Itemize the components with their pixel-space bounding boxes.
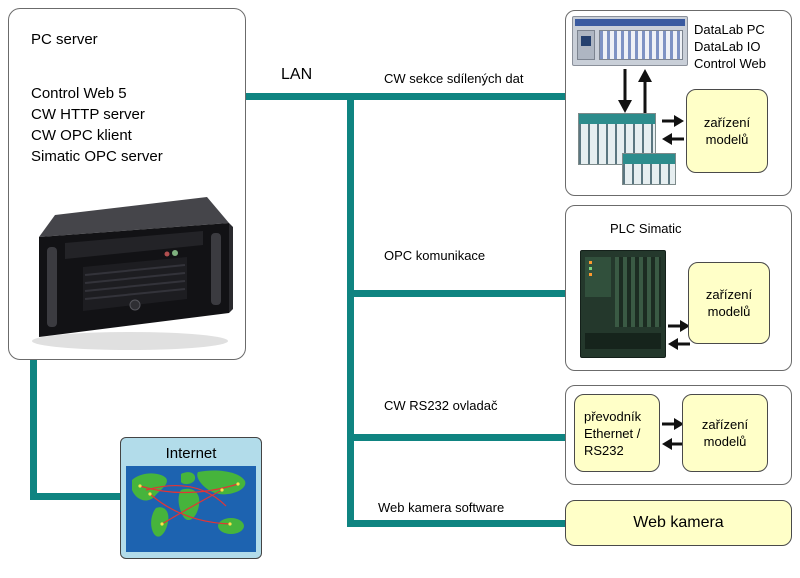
rs232-box: převodník Ethernet / RS232 zařízení mode… [565, 385, 792, 485]
feature-line: Simatic OPC server [31, 148, 163, 165]
webcam-box: Web kamera [565, 500, 792, 546]
branch-label-webcam: Web kamera software [378, 500, 505, 515]
plc-title: PLC Simatic [610, 221, 682, 236]
server-photo-image [25, 181, 235, 353]
arrow-right-icon [668, 320, 690, 332]
datalab-pc-image [572, 16, 688, 66]
datalab-line: DataLab PC [694, 22, 765, 37]
arrow-left-icon [668, 338, 690, 350]
branch-line-webcam [347, 520, 566, 527]
converter-label-line: Ethernet / [584, 426, 641, 441]
branch-line-rs232 [347, 434, 566, 441]
device-label-line: zařízení [705, 287, 753, 302]
device-label-line: modelů [707, 304, 751, 319]
plc-device-box: zařízení modelů [688, 262, 770, 344]
lan-line [246, 93, 566, 100]
datalab-device-box: zařízení modelů [686, 89, 768, 173]
branch-label-rs232: CW RS232 ovladač [384, 398, 498, 413]
converter-label-line: převodník [584, 409, 642, 424]
device-label-line: zařízení [703, 115, 751, 130]
arrow-down-icon [618, 69, 632, 113]
pc-server-features: Control Web 5 CW HTTP server CW OPC klie… [31, 83, 163, 167]
webcam-label: Web kamera [633, 514, 724, 531]
arrow-right-icon [662, 418, 684, 430]
lan-label: LAN [281, 66, 313, 83]
datalab-line: Control Web [694, 56, 767, 71]
din-modules-image [622, 153, 676, 185]
pc-server-box: PC server Control Web 5 CW HTTP server C… [8, 8, 246, 360]
branch-label-shared-data: CW sekce sdílených dat [384, 71, 524, 86]
datalab-text: DataLab PC DataLab IO Control Web [694, 21, 766, 72]
din-modules-image [578, 113, 656, 165]
feature-line: CW OPC klient [31, 127, 132, 144]
internet-box: Internet [120, 437, 262, 559]
rs232-device-box: zařízení modelů [682, 394, 768, 472]
branch-line-opc [347, 290, 566, 297]
world-map-image [126, 466, 256, 552]
converter-label-line: RS232 [584, 443, 624, 458]
plc-image [580, 250, 666, 358]
trunk-line [347, 93, 354, 527]
datalab-box: DataLab PC DataLab IO Control Web zaříze… [565, 10, 792, 196]
pc-server-title: PC server [31, 31, 98, 48]
feature-line: Control Web 5 [31, 85, 127, 102]
feature-line: CW HTTP server [31, 106, 145, 123]
arrow-left-icon [662, 133, 684, 145]
arrow-left-icon [662, 438, 684, 450]
pc-internet-vertical-line [30, 360, 37, 500]
arrow-up-icon [638, 69, 652, 113]
pc-internet-horizontal-line [30, 493, 121, 500]
device-label-line: modelů [703, 434, 747, 449]
internet-label: Internet [165, 445, 217, 462]
device-label-line: modelů [705, 132, 749, 147]
converter-box: převodník Ethernet / RS232 [574, 394, 660, 472]
arrow-right-icon [662, 115, 684, 127]
device-label-line: zařízení [701, 417, 749, 432]
datalab-line: DataLab IO [694, 39, 761, 54]
branch-label-opc: OPC komunikace [384, 248, 486, 263]
plc-box: PLC Simatic zařízení modelů [565, 205, 792, 371]
